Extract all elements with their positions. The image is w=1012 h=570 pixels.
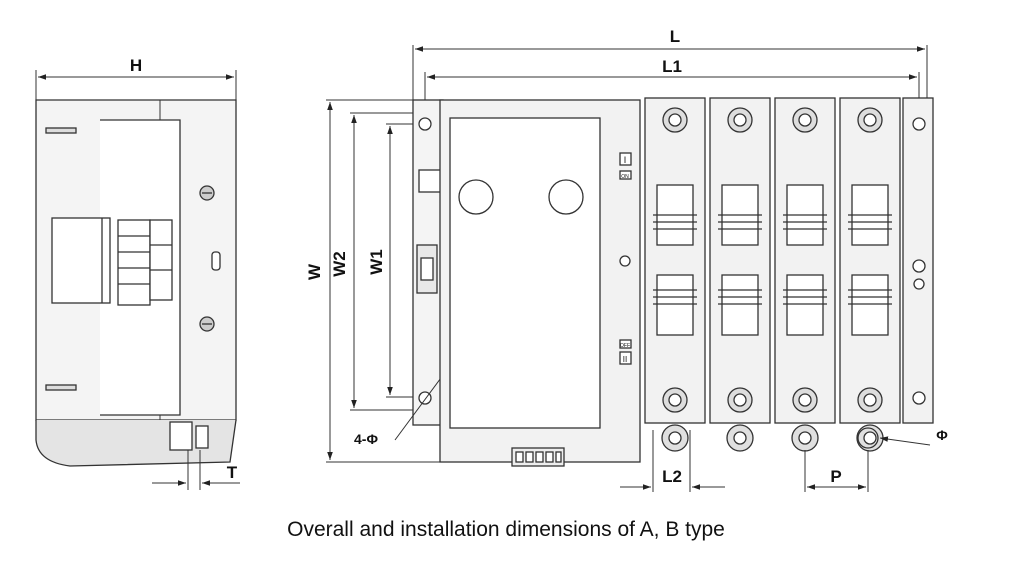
- label-p: P: [830, 467, 841, 486]
- controller-cover: [449, 117, 601, 429]
- label-l2: L2: [662, 467, 682, 486]
- technical-drawing: H T: [35, 27, 948, 492]
- front-view: [326, 45, 934, 492]
- label-h: H: [130, 56, 142, 75]
- indicator-left: [458, 179, 494, 215]
- mount-hole-top: [418, 117, 432, 131]
- off-text: OFF: [620, 343, 630, 349]
- on-symbol: I: [624, 155, 627, 165]
- pole-2: [709, 97, 771, 452]
- label-l: L: [670, 27, 680, 46]
- side-terminal-block: [51, 217, 111, 304]
- label-w: W: [305, 263, 324, 280]
- label-w1: W1: [367, 249, 386, 275]
- end-plate: [902, 97, 934, 424]
- label-hole: 4-Φ: [354, 431, 378, 447]
- on-text: ON: [621, 174, 629, 180]
- indicator-right: [548, 179, 584, 215]
- side-view: [35, 70, 240, 490]
- label-l1: L1: [662, 57, 682, 76]
- pole-3: [774, 97, 836, 452]
- label-phi: Φ: [936, 427, 948, 443]
- off-symbol: II: [623, 355, 627, 364]
- figure-caption: Overall and installation dimensions of A…: [287, 518, 725, 541]
- label-t: T: [227, 463, 238, 482]
- label-w2: W2: [330, 251, 349, 277]
- pole-1: [644, 97, 706, 452]
- pole-4: [839, 97, 901, 452]
